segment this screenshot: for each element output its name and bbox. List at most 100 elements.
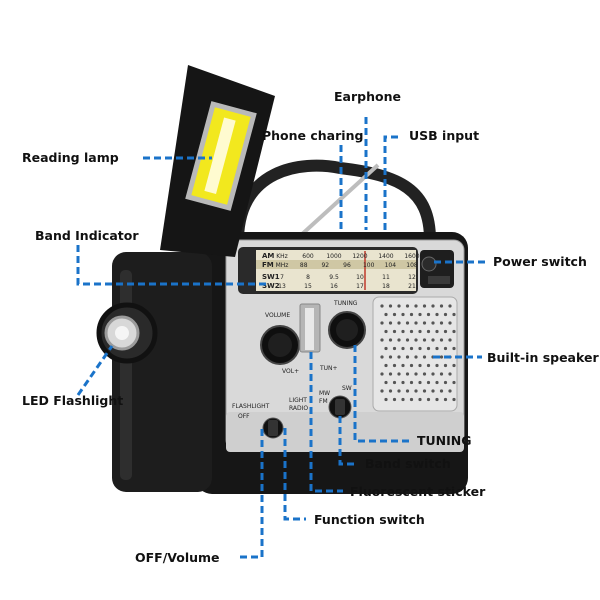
speaker-hole: [392, 346, 397, 351]
callout-leaders: [76, 117, 487, 559]
speaker-hole: [414, 372, 418, 376]
speaker-hole: [418, 380, 422, 385]
speaker-hole: [388, 389, 393, 393]
speaker-hole: [401, 312, 405, 317]
speaker-hole: [418, 346, 422, 351]
speaker-hole: [397, 355, 401, 359]
dial-tick-sw2-5: 21: [408, 283, 416, 290]
speaker-hole: [443, 329, 448, 334]
speaker-hole: [414, 304, 418, 308]
tuning-label: TUNING: [333, 300, 358, 307]
speaker-hole: [422, 321, 427, 325]
speaker-hole: [448, 304, 452, 308]
speaker-hole: [380, 372, 384, 376]
tun-plus-label: TUN+: [319, 365, 338, 372]
speaker-hole: [384, 312, 388, 317]
dial-tick-sw1-5: 12: [408, 274, 416, 281]
speaker-hole: [431, 372, 435, 376]
speaker-hole: [452, 363, 456, 368]
speaker-hole: [388, 372, 393, 376]
fm-label: FM: [319, 398, 328, 405]
band-switch-callout: Band switch: [365, 456, 451, 471]
dial-tick-fm-0: MHz: [276, 262, 289, 269]
speaker-hole: [439, 338, 444, 342]
tuning-callout: TUNING: [417, 433, 472, 448]
function-switch-callout: Function switch: [314, 512, 425, 527]
speaker-hole: [418, 397, 422, 402]
speaker-hole: [422, 355, 427, 359]
dial-tick-fm-2: 92: [321, 262, 329, 269]
leader-band-switch: [338, 416, 358, 466]
speaker-hole: [384, 397, 388, 402]
radio-label: RADIO: [289, 405, 308, 412]
dial-tick-fm-5: 104: [385, 262, 397, 269]
dial-tick-am-0: KHz: [276, 253, 288, 260]
speaker-hole: [435, 329, 439, 334]
speaker-hole: [380, 355, 384, 359]
speaker-hole: [418, 329, 422, 334]
speaker-hole: [418, 363, 422, 368]
speaker-hole: [452, 329, 456, 334]
speaker-hole: [439, 304, 444, 308]
dial-tick-fm-6: 108: [406, 262, 418, 269]
dial-band-fm: FM: [262, 261, 274, 269]
speaker-hole: [422, 389, 427, 393]
dial-tick-sw1-4: 11: [382, 274, 390, 281]
tuning-dial-scale: [256, 250, 416, 291]
speaker-hole: [431, 389, 435, 393]
speaker-hole: [401, 363, 405, 368]
speaker-hole: [422, 372, 427, 376]
speaker-hole: [405, 372, 410, 376]
speaker-hole: [452, 397, 456, 402]
dial-tick-sw2-1: 15: [304, 283, 312, 290]
earphone-callout: Earphone: [334, 89, 401, 104]
builtin-speaker-callout: Built-in speaker: [487, 350, 599, 365]
light-label: LIGHT: [289, 397, 307, 404]
speaker-hole: [401, 380, 405, 385]
power-switch[interactable]: [421, 256, 437, 272]
leader-fluorescent-sticker: [309, 352, 343, 493]
dial-tick-am-2: 1000: [326, 253, 341, 260]
speaker-hole: [409, 380, 414, 385]
leader-usb-input: [383, 135, 398, 230]
speaker-hole: [380, 338, 384, 342]
dial-tick-am-1: 600: [302, 253, 314, 260]
speaker-hole: [439, 389, 444, 393]
speaker-hole: [392, 312, 397, 317]
leader-function-switch: [283, 428, 306, 521]
speaker-hole: [426, 363, 431, 368]
speaker-hole: [405, 389, 410, 393]
sw-label: SW: [342, 385, 352, 392]
speaker-hole: [384, 346, 388, 351]
speaker-hole: [401, 397, 405, 402]
speaker-hole: [443, 312, 448, 317]
speaker-hole: [405, 304, 410, 308]
speaker-holes: [380, 304, 456, 402]
speaker-hole: [448, 338, 452, 342]
vol-plus-label: VOL+: [282, 368, 299, 375]
dial-tick-sw1-0: 7: [280, 274, 284, 281]
speaker-hole: [431, 338, 435, 342]
off-volume-callout: OFF/Volume: [135, 550, 220, 565]
speaker-hole: [426, 312, 431, 317]
dial-tick-am-3: 1200: [352, 253, 367, 260]
speaker-hole: [448, 389, 452, 393]
speaker-hole: [409, 363, 414, 368]
speaker-hole: [384, 363, 388, 368]
speaker-hole: [397, 372, 401, 376]
speaker-hole: [448, 321, 452, 325]
speaker-hole: [426, 397, 431, 402]
speaker-hole: [443, 397, 448, 402]
speaker-hole: [435, 380, 439, 385]
speaker-hole: [397, 321, 401, 325]
speaker-hole: [392, 329, 397, 334]
speaker-hole: [392, 363, 397, 368]
dial-tick-sw1-3: 10: [356, 274, 364, 281]
speaker-hole: [384, 329, 388, 334]
leader-band-indicator: [76, 245, 268, 286]
speaker-hole: [388, 304, 393, 308]
power-switch-callout: Power switch: [493, 254, 587, 269]
speaker-hole: [405, 321, 410, 325]
speaker-hole: [392, 397, 397, 402]
